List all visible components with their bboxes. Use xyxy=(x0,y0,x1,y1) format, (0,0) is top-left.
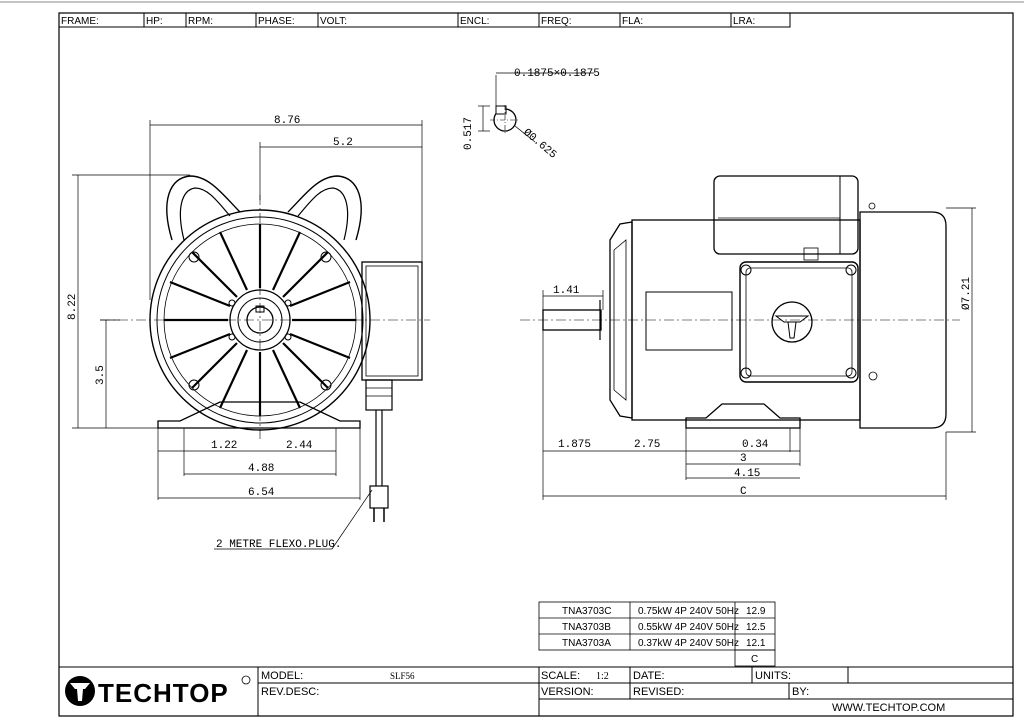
dim-front-ext: 1.875 xyxy=(558,439,591,451)
dim-overall-width: 8.76 xyxy=(274,115,300,127)
shaft-section-detail xyxy=(478,72,594,143)
front-view-dimensions xyxy=(72,120,423,500)
header-encl: ENCL: xyxy=(460,16,489,27)
dim-key-depth: 0.517 xyxy=(463,117,475,150)
techtop-logo: TECHTOP xyxy=(65,675,251,708)
model-value: SLF56 xyxy=(390,671,415,681)
model-table-text: TNA3703C 0.75kW 4P 240V 50Hz 12.9 TNA370… xyxy=(562,606,766,665)
header-fla: FLA: xyxy=(622,16,643,27)
version-label: VERSION: xyxy=(541,686,594,698)
dim-shaft-dia: Ø0.625 xyxy=(520,127,558,162)
revised-label: REVISED: xyxy=(633,686,684,698)
header-volt: VOLT: xyxy=(320,16,347,27)
side-view-dimensions xyxy=(542,207,976,500)
model-table xyxy=(538,601,776,667)
dim-base-mount: 2.44 xyxy=(286,440,313,452)
header-freq: FREQ: xyxy=(541,16,572,27)
drawing-frame xyxy=(58,12,1014,717)
side-view xyxy=(520,175,960,429)
dim-box-offset: 5.2 xyxy=(333,137,353,149)
front-view xyxy=(100,175,430,550)
header-hp: HP: xyxy=(146,16,163,27)
dim-overall-len: C xyxy=(740,486,747,498)
header-frame: FRAME: xyxy=(61,16,99,27)
by-label: BY: xyxy=(792,686,809,698)
model-spec: 0.75kW 4P 240V 50Hz xyxy=(638,606,739,617)
model-c: 12.9 xyxy=(746,606,766,617)
header-rpm: RPM: xyxy=(188,16,213,27)
model-c: 12.5 xyxy=(746,622,766,633)
revdesc-label: REV.DESC: xyxy=(261,686,319,698)
model-code: TNA3703B xyxy=(562,622,611,633)
model-label: MODEL: xyxy=(261,670,303,682)
dim-foot-total: 4.15 xyxy=(734,468,760,480)
header-phase: PHASE: xyxy=(258,16,295,27)
logo-text: TECHTOP xyxy=(98,678,229,708)
model-c-header: C xyxy=(751,654,758,665)
cable-note: 2 METRE FLEXO.PLUG. xyxy=(216,539,341,551)
dim-height: 8.22 xyxy=(67,294,79,320)
header-lra: LRA: xyxy=(733,16,755,27)
model-spec: 0.55kW 4P 240V 50Hz xyxy=(638,622,739,633)
model-c: 12.1 xyxy=(746,638,766,649)
scale-value: 1:2 xyxy=(596,671,609,682)
dim-foot-span: 3 xyxy=(740,453,747,465)
dim-shaft-len: 1.41 xyxy=(553,285,580,297)
dim-base-hole-span: 4.88 xyxy=(248,463,274,475)
dim-foot-offset: 0.34 xyxy=(742,439,769,451)
units-label: UNITS: xyxy=(755,670,791,682)
dim-front-to-foot: 2.75 xyxy=(634,439,660,451)
dim-shaft-height: 3.5 xyxy=(95,365,107,385)
model-spec: 0.37kW 4P 240V 50Hz xyxy=(638,638,739,649)
date-label: DATE: xyxy=(633,670,665,682)
dim-keyway: 0.1875×0.1875 xyxy=(514,68,600,80)
website-text: WWW.TECHTOP.COM xyxy=(832,702,945,714)
model-code: TNA3703A xyxy=(562,638,611,649)
header-bar: FRAME: HP: RPM: PHASE: VOLT: ENCL: FREQ:… xyxy=(58,12,791,28)
dim-body-dia: Ø7.21 xyxy=(961,277,973,310)
model-code: TNA3703C xyxy=(562,606,611,617)
dim-base-half: 1.22 xyxy=(211,440,237,452)
title-block xyxy=(58,666,1014,717)
dim-base-width: 6.54 xyxy=(248,487,275,499)
scale-label: SCALE: xyxy=(541,670,580,682)
